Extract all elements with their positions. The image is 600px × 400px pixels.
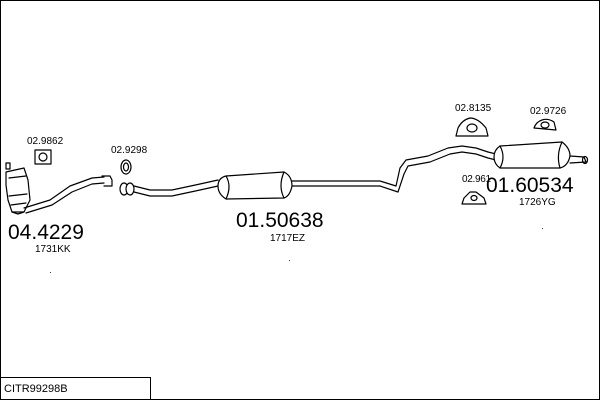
gasket-front-number: 02.9862 [27,136,64,147]
mount-rear-number: 02.961 [462,174,491,185]
hanger-right-part [533,118,557,131]
middle-silencer-part-number: 01.50638 [236,209,324,232]
gasket-front-part [34,149,52,165]
drawing-code-box: CITR99298B [0,377,151,399]
hanger-right-number: 02.9726 [530,106,567,117]
ring-front-part [120,159,132,175]
tail-pipe [291,145,497,187]
hanger-left-number: 02.8135 [455,103,492,114]
hanger-left-part [455,117,489,137]
catalyst-part [5,162,113,215]
rear-silencer-part [493,141,589,169]
drawing-code: CITR99298B [4,383,68,395]
catalyst-ref: 1731KK [35,244,71,255]
rear-silencer-part-number: 01.60534 [486,174,574,197]
middle-silencer-ref: 1717EZ [270,233,306,244]
rear-silencer-ref: 1726YG [519,197,556,208]
marker-dot [542,228,543,229]
middle-silencer-part [217,171,293,200]
marker-dot [50,272,51,273]
marker-dot [289,260,290,261]
catalyst-part-number: 04.4229 [8,221,84,244]
mount-rear-part [461,191,487,205]
flange-connector [119,182,135,196]
ring-front-number: 02.9298 [111,145,148,156]
intermediate-pipe [133,179,219,191]
